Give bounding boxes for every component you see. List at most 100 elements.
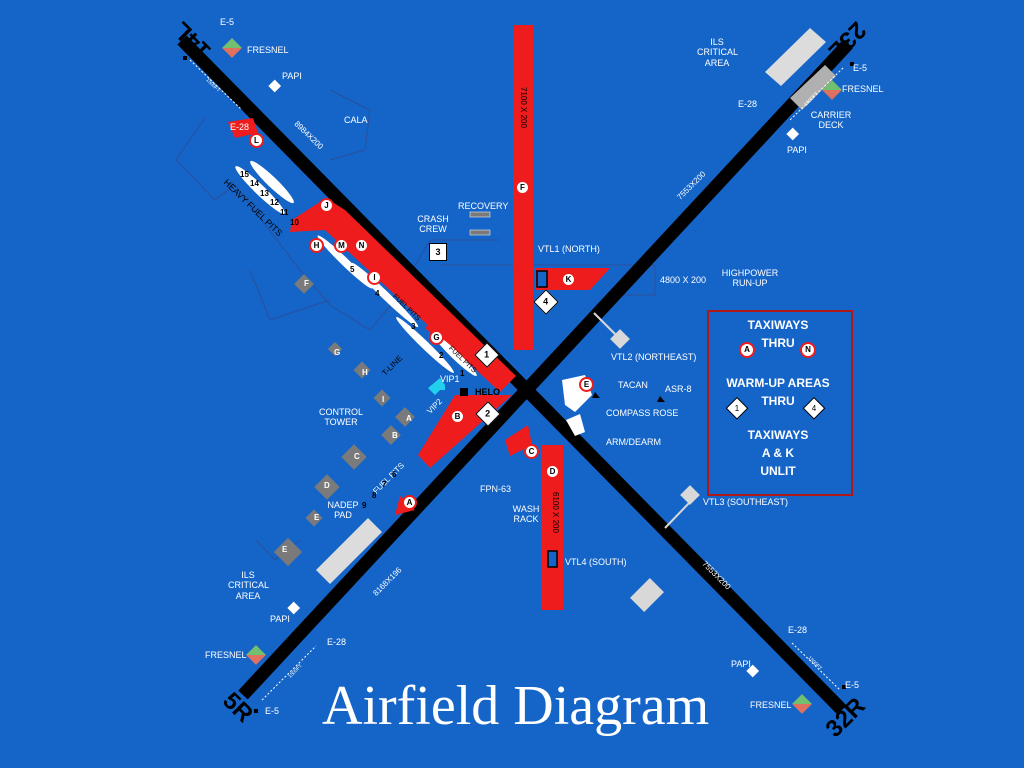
legend-area-4: 4 <box>811 404 817 413</box>
legend-line-6: A & K <box>761 446 795 460</box>
ils-critical-area-sw <box>316 518 382 584</box>
apron-letter-f-0: F <box>304 279 309 288</box>
carrier-deck-area <box>790 65 836 110</box>
heavy-fuel-pit-10: 10 <box>290 218 299 227</box>
fpn63-label: FPN-63 <box>480 484 512 494</box>
recovery-label: RECOVERY <box>458 201 509 211</box>
helo-pad-symbol <box>428 378 445 395</box>
apron-letter-e-8: E <box>314 513 320 522</box>
heavy-fuel-pit-15: 15 <box>240 170 249 179</box>
vip1-label: VIP1 <box>440 374 460 384</box>
apron-letter-d-7: D <box>324 481 330 490</box>
fresnel-nw-label: FRESNEL <box>247 45 289 55</box>
vtl1-pad <box>536 270 548 288</box>
small-markers <box>183 56 854 713</box>
legend-icons <box>725 342 826 420</box>
helo-square <box>460 388 468 396</box>
papi-ne-label: PAPI <box>787 145 807 155</box>
taxiway-marker-a: A <box>402 495 417 510</box>
papi-sw-label: PAPI <box>270 614 290 624</box>
vtl4-label: VTL4 (SOUTH) <box>565 557 627 567</box>
compass-rose-label: COMPASS ROSE <box>606 408 679 418</box>
vtl-south-dims: 6100 X 200 <box>551 492 560 533</box>
fuel-pit-sw-8: 8 <box>372 491 377 500</box>
heavy-fuel-pit-11: 11 <box>280 208 289 217</box>
apron-letter-b-5: B <box>392 431 398 440</box>
taxiway-marker-h: H <box>309 238 324 253</box>
taxiway-marker-f: F <box>515 180 530 195</box>
fuel-pit-2: 2 <box>439 351 444 360</box>
ils-sw-label: ILS CRITICAL AREA <box>228 570 270 601</box>
fresnel-sw-label: FRESNEL <box>205 650 247 660</box>
apron-letter-e-9: E <box>282 545 288 554</box>
helo-label: HELO <box>475 387 501 397</box>
apron-letter-h-2: H <box>362 368 368 377</box>
ils-critical-area-ne <box>765 28 826 86</box>
carrier-deck-label: CARRIER DECK <box>810 110 852 131</box>
e28-ne-label: E-28 <box>738 99 758 109</box>
ils-ne-label: ILS CRITICAL AREA <box>697 37 739 68</box>
legend-line-5: TAXIWAYS <box>747 428 809 442</box>
diagram-title: Airfield Diagram <box>322 675 710 737</box>
crash-crew-label: CRASH CREW <box>417 214 449 235</box>
legend-line-1: TAXIWAYS <box>747 318 809 332</box>
legend-box <box>707 310 853 496</box>
south-vtl-strip <box>541 445 563 610</box>
taxiway-marker-b: B <box>450 409 465 424</box>
cala-label: CALA <box>344 115 368 125</box>
legend-line-2: THRU <box>761 336 795 350</box>
papi-se-label: PAPI <box>731 659 751 669</box>
vtl1-label: VTL1 (NORTH) <box>538 244 600 254</box>
recovery-bar <box>469 211 491 218</box>
vtl3-pad <box>680 485 700 505</box>
legend-line-7: UNLIT <box>760 464 796 478</box>
taxiway-marker-g: G <box>429 330 444 345</box>
arm-dearm-pad <box>566 414 585 436</box>
vtl3-label: VTL3 (SOUTHEAST) <box>703 497 789 507</box>
heavy-fuel-pit-13: 13 <box>260 189 269 198</box>
apron-letter-c-6: C <box>354 452 360 461</box>
arm-dearm-label: ARM/DEARM <box>606 437 662 447</box>
runway-4800-dims: 4800 X 200 <box>660 275 707 285</box>
fresnel-se-label: FRESNEL <box>750 700 792 710</box>
hangar-blocks <box>273 274 415 567</box>
taxiway-marker-c: C <box>524 444 539 459</box>
wash-rack-label: WASH RACK <box>512 504 540 525</box>
e5-ne-label: E-5 <box>853 63 868 73</box>
taxiway-marker-l: L <box>249 133 264 148</box>
warmup-area-3: 3 <box>429 243 447 261</box>
taxiway-marker-k: K <box>561 272 576 287</box>
fuel-pit-5: 5 <box>350 265 355 274</box>
asr8-label: ASR-8 <box>665 384 692 394</box>
vtl-north-dims: 7100 X 200 <box>519 87 528 128</box>
southeast-pad <box>630 578 664 612</box>
distance-markers <box>189 59 844 701</box>
fuel-pit-sw-6: 6 <box>392 470 397 479</box>
vtl2-label: VTL2 (NORTHEAST) <box>611 352 697 362</box>
papi-nw-label: PAPI <box>282 71 302 81</box>
apron-letter-i-3: I <box>382 395 385 404</box>
runway-5R-23L <box>238 39 853 700</box>
e28-nw-label: E-28 <box>230 122 250 132</box>
legend-area-1: 1 <box>734 404 740 413</box>
taxiway-marker-e: E <box>579 377 594 392</box>
e28-sw-label: E-28 <box>327 637 347 647</box>
taxiway-marker-d: D <box>545 464 560 479</box>
fuel-pit-1: 1 <box>460 369 465 378</box>
fuel-pit-4: 4 <box>375 289 380 298</box>
legend-marker-n: N <box>805 345 811 354</box>
taxiway-marker-j: J <box>319 198 334 213</box>
nadep-pad-label: NADEP PAD <box>327 500 359 521</box>
taxiway-l-stub <box>228 118 258 138</box>
e5-se-label: E-5 <box>845 680 860 690</box>
legend-marker-a: A <box>744 345 750 354</box>
fuel-pit-sw-7: 7 <box>382 480 387 489</box>
legend-line-4: THRU <box>761 394 795 408</box>
apron-letter-g-1: G <box>334 348 341 357</box>
apron-letter-a-4: A <box>406 414 412 423</box>
e28-se-label: E-28 <box>788 625 808 635</box>
heavy-fuel-pit-14: 14 <box>250 179 259 188</box>
control-tower-label: CONTROL TOWER <box>318 407 363 428</box>
fuel-pit-sw-9: 9 <box>362 501 367 510</box>
